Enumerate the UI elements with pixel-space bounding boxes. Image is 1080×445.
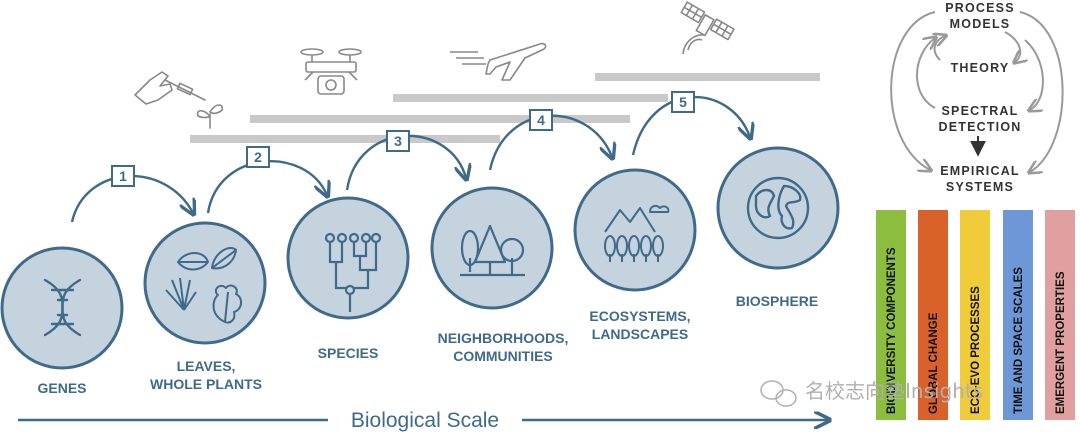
empirical-label: EMPIRICAL xyxy=(940,164,1020,178)
theory-label: THEORY xyxy=(951,61,1010,75)
svg-text:4: 4 xyxy=(537,112,545,128)
platform-bar-satellite xyxy=(595,73,820,81)
process-label: PROCESS xyxy=(945,1,1015,15)
svg-text:TIME AND SPACE SCALES: TIME AND SPACE SCALES xyxy=(1013,267,1025,414)
wechat-icon xyxy=(761,381,796,406)
watermark: 名校志向塾Insights xyxy=(761,379,983,406)
drone-icon xyxy=(301,49,361,94)
label-communities-line2: COMMUNITIES xyxy=(453,348,553,364)
airplane-icon xyxy=(450,44,546,80)
platform-bars xyxy=(190,73,820,143)
platform-bar-handheld xyxy=(190,135,500,143)
step-box-4: 4 xyxy=(530,110,552,130)
circle-communities xyxy=(432,188,552,308)
spectral-label: SPECTRAL xyxy=(942,104,1019,118)
step-box-5: 5 xyxy=(672,92,694,112)
svg-text:3: 3 xyxy=(394,133,402,149)
label-leaves-line2: WHOLE PLANTS xyxy=(150,376,262,392)
label-ecosystems-line1: ECOSYSTEMS, xyxy=(589,308,690,324)
bar-time-and-space-scales: TIME AND SPACE SCALES xyxy=(1003,210,1033,420)
satellite-icon xyxy=(677,2,734,54)
detection-label: DETECTION xyxy=(938,120,1021,134)
step-box-3: 3 xyxy=(387,131,409,151)
platform-bar-aircraft xyxy=(393,94,668,102)
models-label: MODELS xyxy=(950,17,1011,31)
circle-ecosystems xyxy=(575,170,695,290)
biological-scale-axis: Biological Scale xyxy=(18,409,828,432)
svg-text:1: 1 xyxy=(119,168,127,184)
watermark-text: 名校志向塾Insights xyxy=(805,379,983,403)
svg-text:5: 5 xyxy=(679,94,687,110)
step-box-1: 1 xyxy=(112,166,134,186)
process-cycle: PROCESS MODELS THEORY SPECTRAL DETECTION… xyxy=(891,1,1062,194)
biological-scale-label: Biological Scale xyxy=(351,409,499,432)
handheld-spectrometer-icon xyxy=(135,72,222,128)
label-communities-line1: NEIGHBORHOODS, xyxy=(438,330,569,346)
svg-text:EMERGENT PROPERTIES: EMERGENT PROPERTIES xyxy=(1055,271,1067,414)
label-species: SPECIES xyxy=(318,345,379,361)
bar-emergent-properties: EMERGENT PROPERTIES xyxy=(1045,210,1075,420)
arc-step-2 xyxy=(208,161,327,213)
label-leaves-line1: LEAVES, xyxy=(177,358,236,374)
systems-label: SYSTEMS xyxy=(946,180,1014,194)
label-ecosystems-line2: LANDSCAPES xyxy=(592,326,688,342)
label-genes: GENES xyxy=(37,380,86,396)
svg-text:2: 2 xyxy=(254,149,262,165)
circle-leaves xyxy=(145,223,265,343)
label-biosphere: BIOSPHERE xyxy=(736,293,818,309)
step-box-2: 2 xyxy=(247,147,269,167)
circle-species xyxy=(288,198,408,318)
